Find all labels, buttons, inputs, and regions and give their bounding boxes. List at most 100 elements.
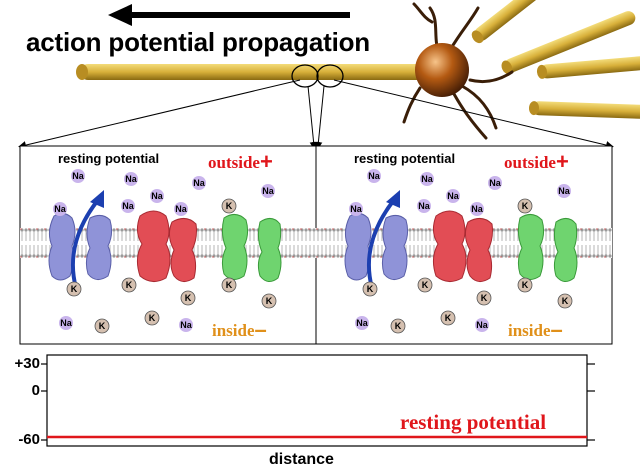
svg-text:Na: Na — [193, 178, 205, 188]
inside-text: inside — [508, 321, 551, 340]
svg-text:Na: Na — [421, 174, 433, 184]
svg-text:K: K — [395, 321, 402, 331]
page-title: action potential propagation — [26, 27, 370, 57]
na-ion: Na — [355, 316, 369, 330]
svg-text:Na: Na — [418, 201, 430, 211]
k-ion: K — [94, 318, 110, 334]
ions-left: Na Na Na Na Na Na Na Na Na Na K K K K K … — [53, 169, 277, 334]
na-ion: Na — [470, 202, 484, 216]
na-ion: Na — [192, 176, 206, 190]
k-ion: K — [221, 198, 237, 214]
svg-text:Na: Na — [558, 186, 570, 196]
na-ion: Na — [417, 199, 431, 213]
zoom-lines — [18, 79, 614, 150]
svg-text:K: K — [522, 280, 529, 290]
ions-right: Na Na Na Na Na Na Na Na Na Na K K K K K … — [349, 169, 573, 334]
k-ion: K — [261, 293, 277, 309]
k-ion: K — [476, 290, 492, 306]
potential-graph — [46, 354, 588, 447]
panel-right-outside: outside+ — [504, 148, 569, 174]
y-tick-minus60: -60 — [18, 431, 40, 448]
na-ion: Na — [367, 169, 381, 183]
y-tick-plus30: +30 — [14, 355, 40, 372]
svg-text:Na: Na — [122, 201, 134, 211]
k-ion: K — [390, 318, 406, 334]
panel-right-label: resting potential — [354, 151, 456, 166]
svg-text:K: K — [522, 201, 529, 211]
na-ion: Na — [488, 176, 502, 190]
panel-left-label: resting potential — [58, 151, 160, 166]
svg-text:Na: Na — [476, 320, 488, 330]
svg-text:Na: Na — [72, 171, 84, 181]
svg-text:Na: Na — [489, 178, 501, 188]
svg-text:Na: Na — [125, 174, 137, 184]
k-ion: K — [180, 290, 196, 306]
svg-text:K: K — [226, 280, 233, 290]
axon — [76, 64, 440, 80]
resting-potential-label: resting potential — [400, 410, 547, 434]
panel-left-outside: outside+ — [208, 148, 273, 174]
k-ion: K — [144, 310, 160, 326]
na-ion: Na — [475, 318, 489, 332]
outside-text: outside — [208, 153, 260, 172]
x-axis-label: distance — [269, 451, 334, 468]
na-ion: Na — [59, 316, 73, 330]
svg-text:Na: Na — [60, 318, 72, 328]
svg-text:K: K — [71, 284, 78, 294]
svg-text:Na: Na — [356, 318, 368, 328]
negative-sign: – — [254, 317, 267, 342]
magnify-circles — [291, 64, 344, 88]
positive-sign: + — [259, 149, 273, 174]
svg-text:K: K — [562, 296, 569, 306]
na-ion: Na — [150, 189, 164, 203]
na-ion: Na — [261, 184, 275, 198]
propagation-arrow — [108, 4, 350, 26]
positive-sign: + — [555, 149, 569, 174]
svg-text:K: K — [266, 296, 273, 306]
svg-text:K: K — [149, 313, 156, 323]
na-ion: Na — [557, 184, 571, 198]
k-ion: K — [517, 198, 533, 214]
na-ion: Na — [53, 202, 67, 216]
svg-text:Na: Na — [151, 191, 163, 201]
k-ion: K — [362, 281, 378, 297]
k-ion: K — [557, 293, 573, 309]
na-ion: Na — [420, 172, 434, 186]
svg-text:K: K — [226, 201, 233, 211]
svg-text:Na: Na — [175, 204, 187, 214]
svg-text:K: K — [422, 280, 429, 290]
k-ion: K — [66, 281, 82, 297]
svg-text:Na: Na — [471, 204, 483, 214]
svg-text:Na: Na — [350, 204, 362, 214]
k-ion: K — [221, 277, 237, 293]
panel-left-inside: inside– — [212, 316, 267, 342]
svg-text:Na: Na — [262, 186, 274, 196]
na-ion: Na — [174, 202, 188, 216]
k-ion: K — [121, 277, 137, 293]
y-tick-zero: 0 — [31, 382, 40, 399]
svg-text:K: K — [481, 293, 488, 303]
svg-text:Na: Na — [447, 191, 459, 201]
inside-text: inside — [212, 321, 255, 340]
svg-text:K: K — [367, 284, 374, 294]
k-ion: K — [417, 277, 433, 293]
svg-text:K: K — [99, 321, 106, 331]
na-ion: Na — [71, 169, 85, 183]
svg-text:Na: Na — [54, 204, 66, 214]
cell-body — [415, 43, 469, 97]
svg-text:Na: Na — [180, 320, 192, 330]
svg-text:Na: Na — [368, 171, 380, 181]
na-ion: Na — [121, 199, 135, 213]
na-ion: Na — [349, 202, 363, 216]
na-ion: Na — [446, 189, 460, 203]
na-ion: Na — [124, 172, 138, 186]
panel-right-inside: inside– — [508, 316, 563, 342]
k-ion: K — [517, 277, 533, 293]
graph-ticks — [41, 363, 595, 441]
k-ion: K — [440, 310, 456, 326]
negative-sign: – — [550, 317, 563, 342]
na-ion: Na — [179, 318, 193, 332]
svg-text:K: K — [445, 313, 452, 323]
svg-text:K: K — [126, 280, 133, 290]
